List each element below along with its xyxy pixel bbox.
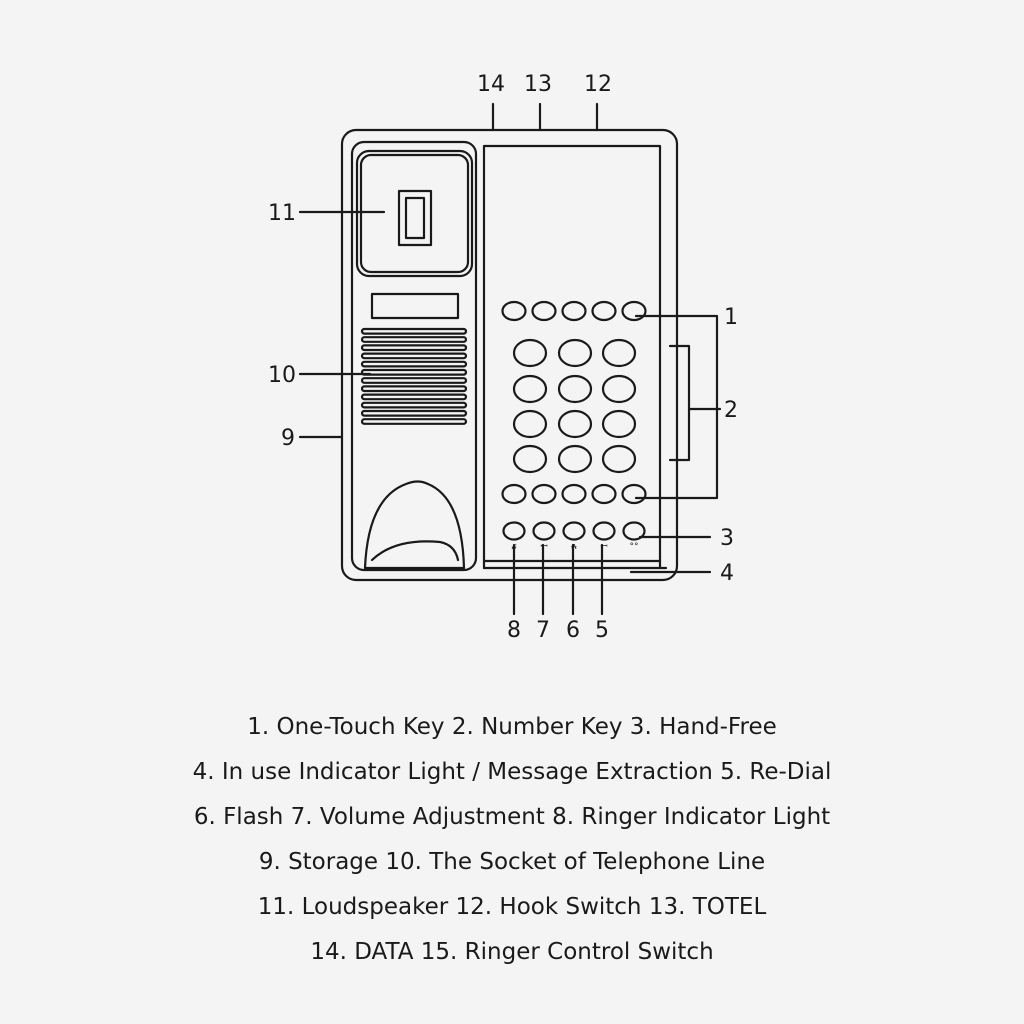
telephone-diagram: 14 13 12 11 10 9 1 2 3 4 8 7 6 5 ᴗ̷ ꟷ ᴧ̶ ꟷ °… [268,72,738,643]
number-key[interactable] [601,338,637,368]
one-touch-key[interactable] [501,300,527,322]
function-key-symbol: ᴗ̷ [511,542,517,552]
grille-slat [360,409,468,417]
grille-slat [360,393,468,401]
loudspeaker-outer [355,149,474,278]
one-touch-key[interactable] [531,300,557,322]
grille-slat [360,385,468,393]
callout-4: 4 [720,561,734,586]
legend-line-4: 9. Storage 10. The Socket of Telephone L… [258,849,766,875]
one-touch-key[interactable] [561,300,587,322]
legend-line-3: 6. Flash 7. Volume Adjustment 8. Ringer … [193,804,831,830]
number-key[interactable] [601,444,637,474]
callout-2: 2 [724,398,738,423]
number-key[interactable] [512,374,548,404]
loudspeaker-slot-outer [397,189,433,247]
handset-outline [350,140,478,572]
grille-slat [360,377,468,384]
callout-10: 10 [268,363,296,388]
grille-slat [360,344,468,352]
callout-13: 13 [524,72,552,97]
grille-slat [360,352,468,360]
number-key[interactable] [512,409,548,439]
grille-slat [360,418,468,425]
telephone-body-outline [340,128,679,582]
one-touch-key[interactable] [591,483,617,505]
number-key[interactable] [557,444,593,474]
number-key[interactable] [512,338,548,368]
function-key-symbol: ꟷ [540,542,547,552]
callout-11: 11 [268,201,296,226]
one-touch-key[interactable] [621,483,647,505]
grille-slat [360,327,468,335]
callout-5: 5 [595,618,609,643]
function-keys [502,521,646,541]
one-touch-key[interactable] [501,483,527,505]
legend: 1. One-Touch Key 2. Number Key 3. Hand-F… [0,705,1024,975]
mouthpiece-inner [370,540,460,562]
callout-1: 1 [724,305,738,330]
legend-line-2: 4. In use Indicator Light / Message Extr… [192,759,832,785]
ringer-indicator-key[interactable] [502,521,526,541]
one-touch-key[interactable] [531,483,557,505]
legend-line-6: 14. DATA 15. Ringer Control Switch [310,939,714,965]
mouthpiece-outer [363,480,466,570]
callout-3: 3 [720,526,734,551]
function-key-symbol: °° [630,542,639,552]
function-key-symbols: ᴗ̷ ꟷ ᴧ̶ ꟷ °° [511,542,639,552]
leader-2-bracket [668,344,691,462]
callout-7: 7 [536,618,550,643]
callout-6: 6 [566,618,580,643]
grille-slat [360,368,468,376]
speaker-grille [360,327,468,425]
function-key-symbol: ꟷ [600,542,607,552]
legend-line-5: 11. Loudspeaker 12. Hook Switch 13. TOTE… [257,894,767,920]
one-touch-key[interactable] [591,300,617,322]
volume-key[interactable] [532,521,556,541]
leader-1-bracket [634,314,719,500]
loudspeaker-inner [359,153,470,274]
flash-key[interactable] [562,521,586,541]
callout-9: 9 [281,426,295,451]
number-keys [512,338,637,474]
right-panel-outline [482,144,662,570]
callout-8: 8 [507,618,521,643]
one-touch-key[interactable] [561,483,587,505]
legend-line-1: 1. One-Touch Key 2. Number Key 3. Hand-F… [247,714,777,740]
grille-slat [360,336,468,343]
callout-14: 14 [477,72,505,97]
display-window [370,292,460,320]
number-key[interactable] [557,409,593,439]
loudspeaker-slot-inner [404,196,426,240]
hand-free-key[interactable] [622,521,646,541]
number-key[interactable] [557,374,593,404]
one-touch-key[interactable] [621,300,647,322]
function-key-symbol: ᴧ̶ [571,542,578,552]
number-key[interactable] [557,338,593,368]
grille-slat [360,360,468,368]
number-key[interactable] [512,444,548,474]
number-key[interactable] [601,409,637,439]
callout-12: 12 [584,72,612,97]
one-touch-keys [501,300,647,505]
number-key[interactable] [601,374,637,404]
grille-slat [360,401,468,409]
redial-key[interactable] [592,521,616,541]
